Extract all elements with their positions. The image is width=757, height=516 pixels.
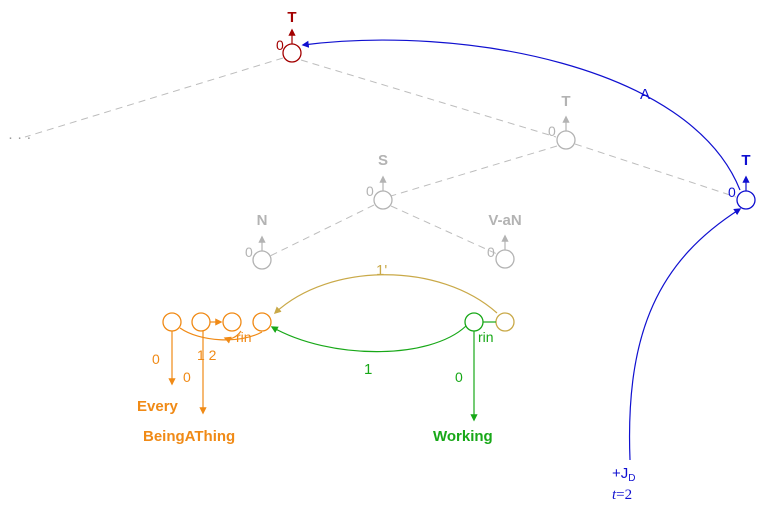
edge-s-to-n bbox=[269, 204, 375, 257]
green-group: rin 0 Working bbox=[433, 312, 515, 445]
green-rin-label: rin bbox=[478, 329, 494, 345]
orange-edge-every-label: 0 bbox=[152, 351, 160, 367]
orange-port-arrow bbox=[223, 330, 242, 344]
orange-group: rin 1 2 0 0 Every BeingAThing bbox=[137, 312, 272, 445]
arc-1prime-label: 1' bbox=[376, 262, 387, 279]
arc-1-label: 1 bbox=[364, 361, 372, 378]
edge-top-to-mid-t bbox=[300, 59, 557, 138]
edge-top-to-left bbox=[24, 57, 284, 138]
node-s-label: S bbox=[378, 152, 388, 169]
node-right-t-label: T bbox=[741, 152, 750, 169]
arc-1-path bbox=[270, 325, 467, 353]
node-s-circle bbox=[373, 190, 393, 210]
node-vaN: V-aN 0 bbox=[487, 212, 522, 269]
tree-edges bbox=[24, 57, 737, 257]
arc-a-path bbox=[301, 39, 741, 191]
jd-time-var: t bbox=[612, 487, 617, 503]
tree-ellipsis: · · · bbox=[8, 129, 31, 146]
node-top-t-index: 0 bbox=[276, 37, 284, 53]
node-vaN-circle bbox=[495, 249, 515, 269]
node-mid-t-label: T bbox=[561, 93, 570, 110]
word-working: Working bbox=[433, 428, 493, 445]
jd-prefix: +J bbox=[612, 465, 628, 482]
node-top-t-label: T bbox=[287, 9, 296, 26]
node-right-t: T 0 bbox=[728, 152, 756, 210]
node-vaN-label: V-aN bbox=[488, 212, 521, 229]
arc-1prime: 1' bbox=[273, 262, 498, 314]
jd-time-value: =2 bbox=[616, 487, 632, 503]
orange-node-2 bbox=[191, 312, 211, 332]
word-every: Every bbox=[137, 398, 179, 415]
orange-node-3 bbox=[222, 312, 242, 332]
node-mid-t: T 0 bbox=[548, 93, 576, 150]
jd-time: t=2 bbox=[612, 487, 632, 503]
orange-port-labels: 1 2 bbox=[197, 347, 217, 363]
orange-edge-being-label: 0 bbox=[183, 369, 191, 385]
node-mid-t-circle bbox=[556, 130, 576, 150]
node-mid-t-index: 0 bbox=[548, 123, 556, 139]
node-n-index: 0 bbox=[245, 244, 253, 260]
word-being-a-thing: BeingAThing bbox=[143, 428, 235, 445]
node-vaN-index: 0 bbox=[487, 244, 495, 260]
node-n-label: N bbox=[257, 212, 268, 229]
edge-mid-t-to-s bbox=[390, 145, 558, 197]
orange-rin-label: rin bbox=[236, 329, 252, 345]
arc-a-label: A bbox=[640, 86, 650, 103]
arc-1: 1 bbox=[270, 325, 467, 378]
node-right-t-index: 0 bbox=[728, 184, 736, 200]
edge-mid-t-to-right-t bbox=[574, 143, 737, 198]
jd-arrow: +JD t=2 bbox=[612, 208, 742, 503]
arc-a: A bbox=[301, 39, 741, 191]
arc-1prime-path bbox=[273, 274, 498, 314]
node-right-t-circle bbox=[736, 190, 756, 210]
edge-s-to-vaN bbox=[390, 205, 498, 255]
node-s: S 0 bbox=[366, 152, 393, 210]
node-n-circle bbox=[252, 250, 272, 270]
jd-label: +JD bbox=[612, 465, 636, 484]
orange-node-1 bbox=[162, 312, 182, 332]
green-edge-label: 0 bbox=[455, 369, 463, 385]
orange-node-4 bbox=[252, 312, 272, 332]
node-s-index: 0 bbox=[366, 183, 374, 199]
jd-arrow-path bbox=[628, 208, 742, 461]
orange-rin-curve bbox=[179, 327, 263, 341]
jd-subscript: D bbox=[628, 473, 635, 484]
node-top-t: T 0 bbox=[276, 9, 302, 63]
node-top-t-circle bbox=[282, 43, 302, 63]
olive-node bbox=[495, 312, 515, 332]
node-n: N 0 bbox=[245, 212, 272, 270]
